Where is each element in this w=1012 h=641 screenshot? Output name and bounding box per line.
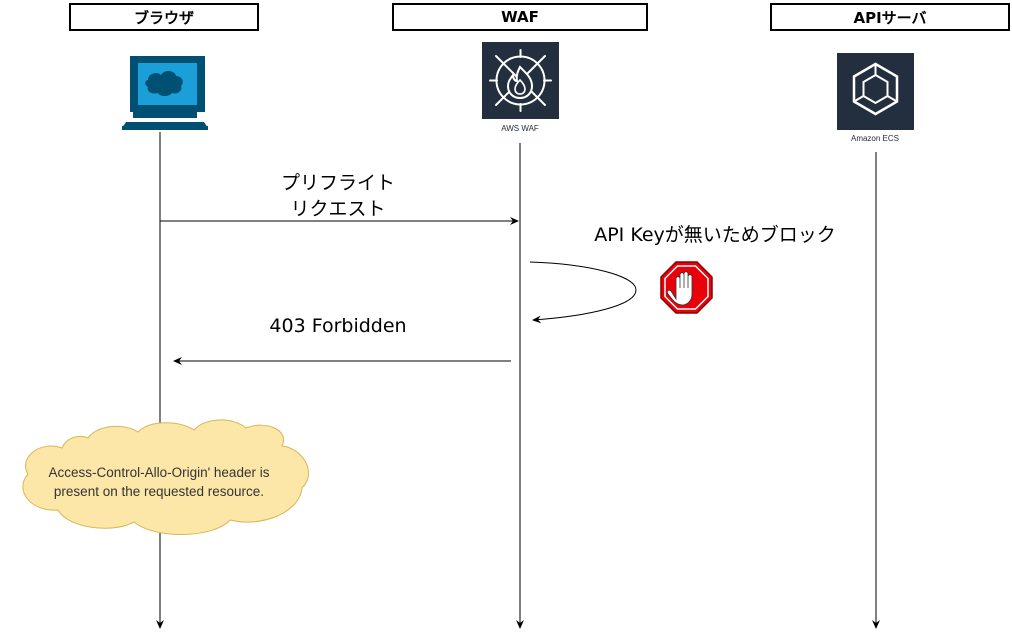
amazon-ecs-icon — [837, 53, 914, 130]
note-line1: Access-Control-Allo-Origin' header is — [48, 465, 270, 480]
preflight-request-label: プリフライト リクエスト — [238, 170, 438, 222]
actor-browser: ブラウザ — [69, 3, 259, 31]
note-line2: present on the requested resource. — [53, 484, 265, 499]
actor-api-server-label: APIサーバ — [853, 8, 927, 27]
computer-terminal-icon — [122, 56, 208, 130]
actor-api-server: APIサーバ — [770, 3, 1010, 31]
note-cloud — [22, 419, 309, 536]
cors-error-note: Access-Control-Allo-Origin' header is pr… — [19, 463, 299, 501]
ecs-icon-caption: Amazon ECS — [850, 134, 900, 143]
actor-waf: WAF — [392, 3, 648, 31]
aws-waf-icon — [482, 42, 559, 119]
actor-waf-label: WAF — [501, 8, 539, 26]
actor-browser-label: ブラウザ — [133, 8, 194, 27]
block-reason-label: API Keyが無いためブロック — [594, 224, 836, 246]
block-loop-arrow — [529, 261, 637, 324]
forbidden-response-label: 403 Forbidden — [269, 315, 407, 337]
preflight-label-line1: プリフライト — [280, 172, 395, 194]
preflight-label-line2: リクエスト — [290, 198, 386, 220]
stop-hand-icon — [660, 261, 713, 314]
waf-icon-caption: AWS WAF — [501, 124, 539, 133]
